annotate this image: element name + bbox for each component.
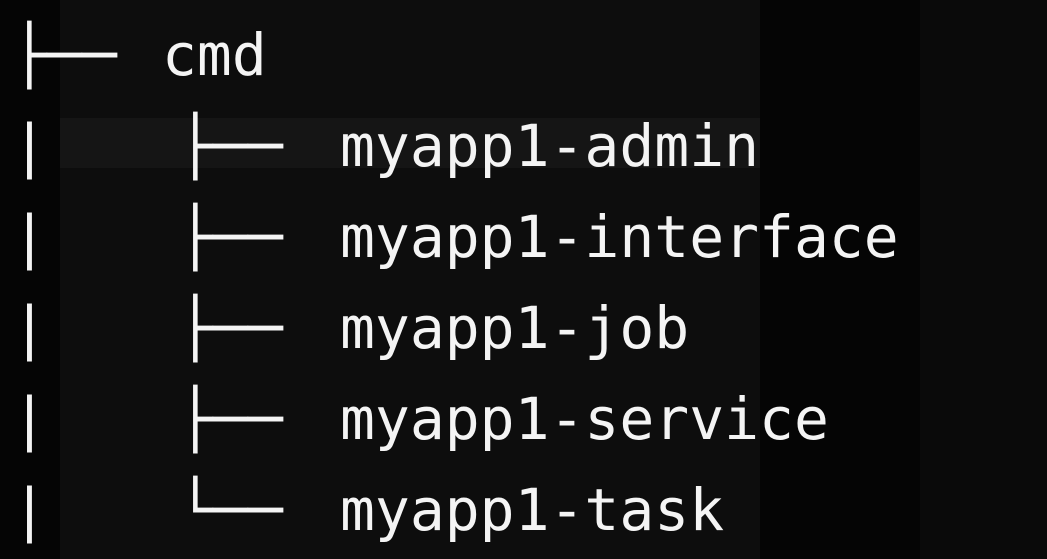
tree-item-myapp1-task: myapp1-task bbox=[340, 476, 725, 544]
tree-connector: ├── bbox=[12, 21, 117, 89]
tree-row: | └── myapp1-task bbox=[12, 465, 899, 556]
directory-tree: ├── cmd | ├── myapp1-admin | ├── myapp1-inter… bbox=[12, 10, 899, 556]
tree-trunk: | bbox=[12, 294, 47, 362]
tree-item-myapp1-admin: myapp1-admin bbox=[340, 112, 760, 180]
tree-connector: ├── bbox=[178, 385, 283, 453]
tree-item-cmd: cmd bbox=[162, 21, 267, 89]
tree-item-myapp1-job: myapp1-job bbox=[340, 294, 690, 362]
tree-connector: └── bbox=[178, 476, 283, 544]
tree-trunk: | bbox=[12, 385, 47, 453]
tree-connector: ├── bbox=[178, 294, 283, 362]
tree-row: | ├── myapp1-service bbox=[12, 374, 899, 465]
tree-row: | ├── myapp1-interface bbox=[12, 192, 899, 283]
tree-connector: ├── bbox=[178, 112, 283, 180]
tree-trunk: | bbox=[12, 112, 47, 180]
tree-row: | ├── myapp1-admin bbox=[12, 101, 899, 192]
tree-root-row: ├── cmd bbox=[12, 10, 899, 101]
tree-item-myapp1-interface: myapp1-interface bbox=[340, 203, 899, 271]
tree-connector: ├── bbox=[178, 203, 283, 271]
tree-trunk: | bbox=[12, 476, 47, 544]
tree-row: | ├── myapp1-job bbox=[12, 283, 899, 374]
tree-trunk: | bbox=[12, 203, 47, 271]
ghost-panel-right bbox=[920, 0, 1047, 559]
tree-item-myapp1-service: myapp1-service bbox=[340, 385, 829, 453]
